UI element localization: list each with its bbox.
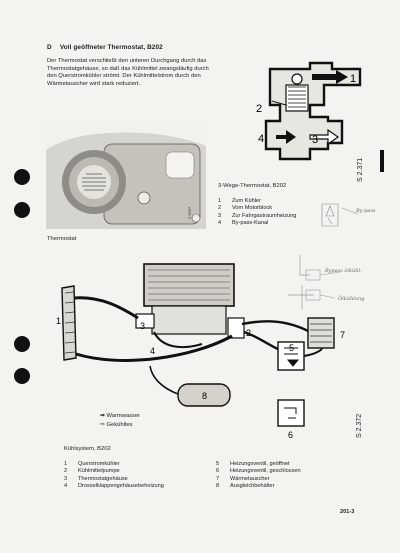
callout-4: 4 bbox=[150, 346, 155, 356]
figure-caption-top: 3-Wege-Thermostat, B202 bbox=[218, 183, 287, 189]
callout-3: 3 bbox=[140, 321, 145, 331]
callout-1: 1 bbox=[56, 316, 61, 326]
punch-hole-4 bbox=[14, 368, 30, 384]
callout-2: 2 bbox=[256, 103, 262, 115]
handwritten-sketch bbox=[321, 203, 359, 227]
callout-1: 1 bbox=[350, 73, 356, 85]
thermostat-photo: 2.6267 bbox=[46, 124, 206, 229]
handwritten-note-2: Bypass ölkühl. bbox=[325, 268, 362, 274]
figure-caption-bottom: Kühlsystem, B202 bbox=[64, 446, 111, 452]
section-label: D bbox=[47, 44, 52, 51]
page-number: 201-3 bbox=[340, 509, 355, 515]
photo-caption: Thermostat bbox=[47, 236, 77, 242]
margin-bar bbox=[380, 150, 384, 172]
section-heading: D Voll geöffneter Thermostat, B202 bbox=[47, 44, 163, 51]
punch-hole-1 bbox=[14, 169, 30, 185]
callout-7: 7 bbox=[340, 330, 345, 340]
callout-3: 3 bbox=[312, 134, 318, 146]
handwritten-note-1: By-pass bbox=[356, 208, 376, 214]
callout-5: 5 bbox=[289, 343, 294, 353]
thermostat-3way-diagram: 1 2 3 4 bbox=[256, 61, 362, 161]
flow-legend-warm: ➡ Warmwasser bbox=[100, 413, 141, 419]
punch-hole-3 bbox=[14, 336, 30, 352]
callout-4: 4 bbox=[258, 133, 264, 145]
intro-paragraph: Der Thermostat verschließt den unteren D… bbox=[47, 58, 209, 87]
handwritten-note-3: Ölkühlung bbox=[338, 296, 365, 302]
punch-hole-2 bbox=[14, 202, 30, 218]
solid-arrow-icon: ➡ bbox=[100, 413, 105, 419]
section-title: Voll geöffneter Thermostat, B202 bbox=[59, 44, 163, 51]
flow-legend-cooled: ⇨ Gekühltes bbox=[100, 422, 133, 428]
handwritten-flow-sketch bbox=[288, 255, 341, 310]
callout-6: 6 bbox=[288, 430, 293, 440]
figure-code-top: S 2.371 bbox=[357, 157, 364, 182]
figure-code-bottom: S 2.372 bbox=[356, 413, 363, 438]
callout-8: 8 bbox=[202, 391, 207, 401]
callout-2: 2 bbox=[246, 328, 251, 338]
cooling-system-diagram: 1 2 3 4 5 6 7 8 bbox=[56, 263, 345, 440]
photo-code: 2.6267 bbox=[187, 206, 192, 219]
outline-arrow-icon: ⇨ bbox=[100, 422, 105, 428]
